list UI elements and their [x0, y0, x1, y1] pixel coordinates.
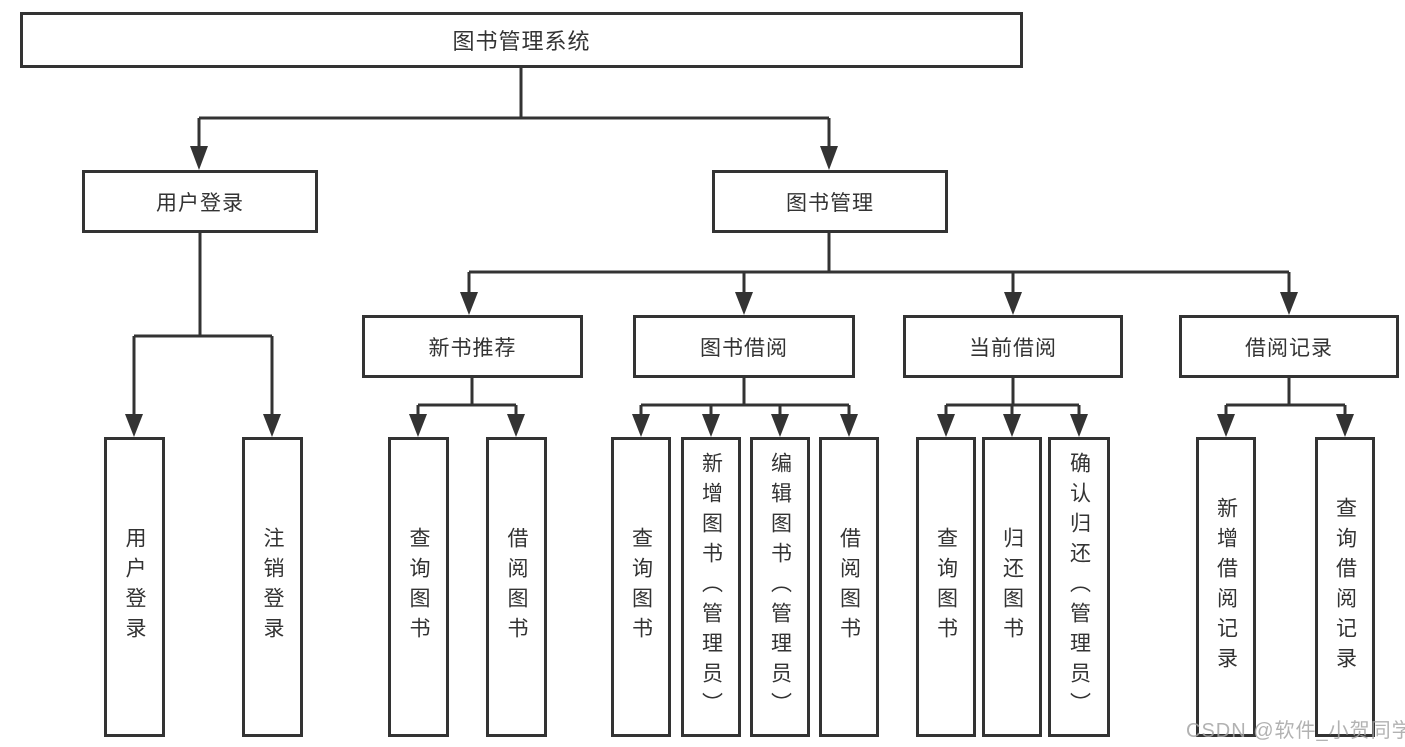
node-book-borrow: 图书借阅	[633, 315, 855, 378]
node-book-mgmt-label: 图书管理	[786, 191, 874, 215]
node-user-login: 用户登录	[82, 170, 318, 233]
node-book-borrow-label: 图书借阅	[700, 336, 788, 360]
node-borrow-records-label: 借阅记录	[1245, 336, 1333, 360]
leaf-borrow-books-label: 借阅图书	[837, 527, 861, 647]
leaf-query-books-recommend-label: 查询图书	[407, 527, 430, 647]
node-user-login-label: 用户登录	[156, 191, 244, 215]
leaf-query-borrow-record: 查询借阅记录	[1315, 437, 1375, 737]
leaf-add-books-admin: 新增图书（管理员）	[681, 437, 741, 737]
leaf-borrow-books-recommend: 借阅图书	[486, 437, 547, 737]
node-book-mgmt: 图书管理	[712, 170, 948, 233]
node-new-book-recommend: 新书推荐	[362, 315, 583, 378]
node-current-borrow: 当前借阅	[903, 315, 1123, 378]
node-root-label: 图书管理系统	[452, 29, 591, 54]
node-new-book-recommend-label: 新书推荐	[428, 336, 517, 360]
leaf-edit-books-admin-label: 编辑图书（管理员）	[768, 452, 792, 722]
leaf-query-borrow-record-label: 查询借阅记录	[1333, 497, 1357, 677]
leaf-confirm-return-admin-label: 确认归还（管理员）	[1067, 452, 1091, 722]
leaf-query-books-recommend: 查询图书	[388, 437, 449, 737]
leaf-query-books-borrow: 查询图书	[611, 437, 671, 737]
leaf-borrow-books: 借阅图书	[819, 437, 879, 737]
leaf-edit-books-admin: 编辑图书（管理员）	[750, 437, 810, 737]
leaf-borrow-books-recommend-label: 借阅图书	[505, 527, 528, 647]
leaf-return-books-label: 归还图书	[1000, 527, 1024, 647]
leaf-logout-label: 注销登录	[261, 527, 284, 647]
leaf-user-login: 用户登录	[104, 437, 165, 737]
node-current-borrow-label: 当前借阅	[969, 336, 1057, 360]
node-borrow-records: 借阅记录	[1179, 315, 1399, 378]
leaf-confirm-return-admin: 确认归还（管理员）	[1048, 437, 1110, 737]
node-root: 图书管理系统	[20, 12, 1023, 68]
leaf-query-books-borrow-label: 查询图书	[629, 527, 653, 647]
leaf-query-books-current-label: 查询图书	[934, 527, 958, 647]
leaf-query-books-current: 查询图书	[916, 437, 976, 737]
leaf-return-books: 归还图书	[982, 437, 1042, 737]
csdn-watermark: CSDN @软件_小贺同学	[1186, 720, 1405, 742]
leaf-add-borrow-record: 新增借阅记录	[1196, 437, 1256, 737]
leaf-logout: 注销登录	[242, 437, 303, 737]
leaf-add-borrow-record-label: 新增借阅记录	[1214, 497, 1238, 677]
leaf-user-login-label: 用户登录	[123, 527, 146, 647]
leaf-add-books-admin-label: 新增图书（管理员）	[699, 452, 723, 722]
